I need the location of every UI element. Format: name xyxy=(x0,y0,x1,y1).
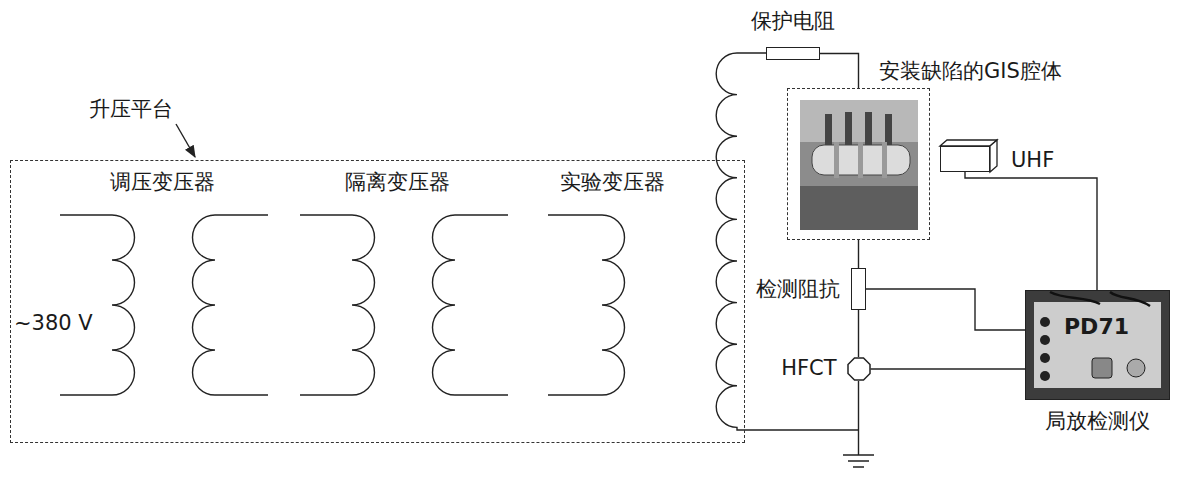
monitor-case xyxy=(1025,290,1170,400)
octagon-shape xyxy=(848,358,870,380)
photo-sky xyxy=(800,100,918,142)
knob xyxy=(1127,359,1145,377)
signal-wire xyxy=(866,289,1025,330)
part-label: ~380 V xyxy=(14,311,93,336)
signal-wire xyxy=(820,54,859,89)
node-label: UHF xyxy=(1011,148,1054,173)
octagon-outline xyxy=(847,357,871,381)
connector xyxy=(1040,317,1050,327)
signal-wire xyxy=(858,240,859,268)
primary-coil xyxy=(300,215,374,395)
monitor-panel xyxy=(1034,302,1161,388)
node-label: HFCT xyxy=(781,356,836,381)
node-label: 保护电阻 xyxy=(751,9,835,34)
flange xyxy=(834,142,839,178)
resistor-symbol: 保护电阻 xyxy=(766,47,820,60)
part-label: 调压变压器 xyxy=(110,170,215,195)
bushing xyxy=(845,112,852,148)
part-label: 隔离变压器 xyxy=(345,170,450,195)
ground-symbol xyxy=(843,455,874,467)
photo-ground xyxy=(800,100,918,230)
signal-wire xyxy=(965,172,1097,290)
secondary-coil xyxy=(193,215,269,395)
impedance-symbol: 检测阻抗 xyxy=(851,268,866,310)
connector xyxy=(1040,353,1050,363)
uhf-sensor xyxy=(940,140,997,172)
callout-arrow xyxy=(176,124,195,157)
device-brand: PD71 xyxy=(1064,314,1129,340)
bushing xyxy=(865,112,872,148)
platform-region: 升压平台 xyxy=(10,160,745,443)
bushing xyxy=(825,114,832,148)
node-label: 安装缺陷的GIS腔体 xyxy=(879,59,1062,84)
uhf-sensor-box: UHF xyxy=(940,146,990,172)
cable xyxy=(1050,292,1150,306)
signal-wire xyxy=(858,310,859,357)
gis-chamber: 安装缺陷的GIS腔体 xyxy=(787,88,930,240)
flange xyxy=(882,142,887,178)
primary-coil xyxy=(548,215,625,395)
pd-monitor xyxy=(1025,290,1170,400)
node-label: 局放检测仪 xyxy=(1045,409,1150,434)
photo-floor xyxy=(800,186,918,230)
node-label: 检测阻抗 xyxy=(756,277,840,302)
hfct-symbol: HFCT xyxy=(847,357,871,381)
primary-coil xyxy=(60,215,135,395)
pd-monitor-box: 局放检测仪 xyxy=(1025,290,1170,400)
button xyxy=(1092,358,1112,378)
sensor-side xyxy=(990,140,997,172)
connector xyxy=(1040,335,1050,345)
secondary-coil xyxy=(433,215,508,395)
ground-wire xyxy=(858,381,859,455)
signal-wire xyxy=(871,368,1026,369)
connector xyxy=(1040,371,1050,381)
flange xyxy=(858,142,863,178)
gis-photo xyxy=(800,100,918,230)
node-label: 升压平台 xyxy=(89,97,173,122)
part-label: 实验变压器 xyxy=(560,170,665,195)
